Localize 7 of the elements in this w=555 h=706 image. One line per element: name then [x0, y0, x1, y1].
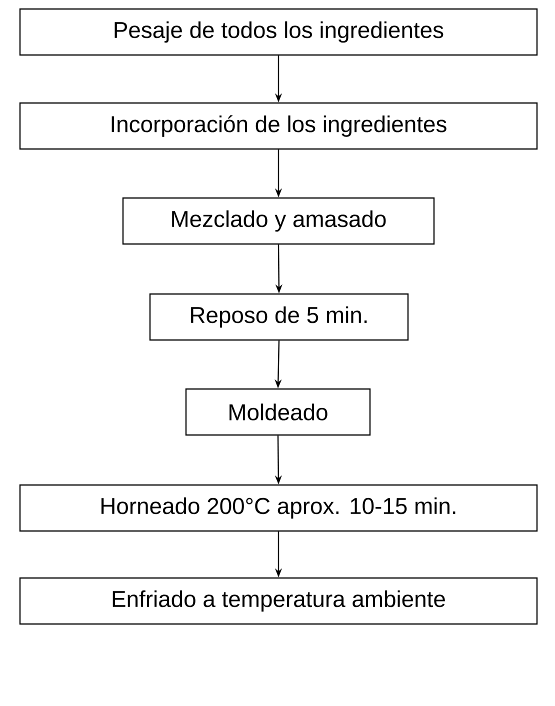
process-box: Mezclado y amasado: [122, 197, 435, 245]
process-box: Reposo de 5 min.: [149, 293, 409, 341]
process-box: Moldeado: [185, 388, 371, 436]
process-box: Horneado 200°C aprox. 10-15 min.: [19, 484, 538, 532]
process-box: Enfriado a temperatura ambiente: [19, 577, 538, 625]
process-box: Pesaje de todos los ingredientes: [19, 8, 538, 56]
process-box: Incorporación de los ingredientes: [19, 102, 538, 150]
